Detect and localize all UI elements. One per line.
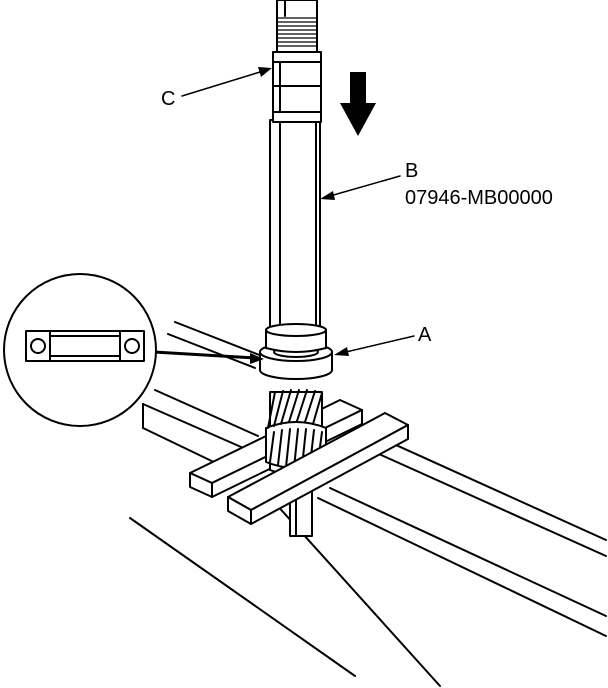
base-rails [129,321,607,687]
lower-shaft-stub [289,491,313,537]
detail-leader [152,350,264,364]
callout-leaders [181,67,415,356]
arrow-down-icon [340,72,376,136]
installer-shaft-b [265,119,327,353]
bearing-cross-section-icon [3,273,157,427]
callout-label-a: A [418,324,432,346]
callout-label-c: C [161,88,176,110]
driver-handle-c [272,0,322,123]
support-block-front [227,412,409,525]
part-number-b: 07946-MB00000 [405,187,553,209]
callout-label-b: B [405,160,419,182]
